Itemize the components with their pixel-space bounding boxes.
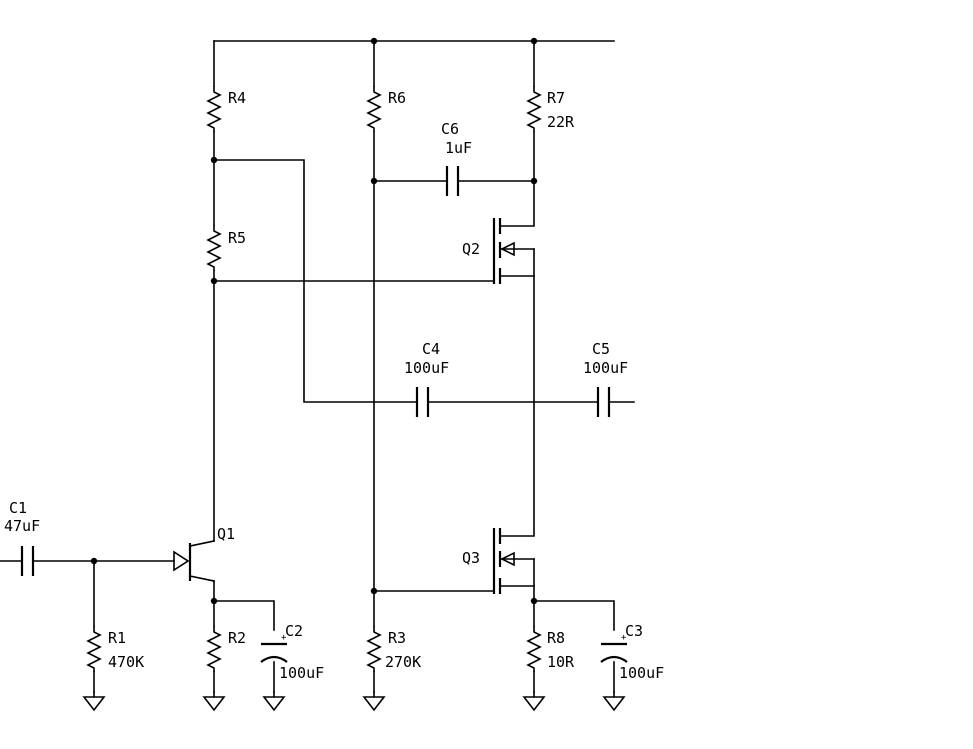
label-r8-ref: R8	[547, 629, 565, 647]
resistor-r1	[86, 626, 102, 672]
ground-r8	[522, 691, 546, 712]
mosfet-q2	[492, 218, 535, 284]
label-c3-ref: C3	[625, 622, 643, 640]
label-r6-ref: R6	[388, 89, 406, 107]
capacitor-c5	[596, 387, 611, 417]
label-c2-value: 100uF	[279, 664, 324, 682]
label-r2-ref: R2	[228, 629, 246, 647]
label-r5-ref: R5	[228, 229, 246, 247]
capacitor-c6	[445, 166, 460, 196]
resistor-r5	[206, 225, 222, 271]
label-r7-ref: R7	[547, 89, 565, 107]
ground-r3	[362, 691, 386, 712]
label-c1-ref: C1	[9, 499, 27, 517]
label-c4-value: 100uF	[404, 359, 449, 377]
resistor-r6	[366, 86, 382, 132]
label-r3-ref: R3	[388, 629, 406, 647]
ground-r2	[202, 691, 226, 712]
c3-polarity-mark: +	[621, 633, 627, 643]
label-c5-ref: C5	[592, 340, 610, 358]
wire-right-branch	[427, 40, 635, 693]
ground-r1	[82, 691, 106, 712]
capacitor-c1	[20, 546, 35, 576]
ground-c3	[602, 691, 626, 712]
resistor-r4	[206, 86, 222, 132]
label-c6-ref: C6	[441, 120, 459, 138]
resistor-r2	[206, 626, 222, 672]
transistor-q1	[173, 540, 215, 582]
c2-polarity-mark: +	[281, 633, 287, 643]
label-c3-value: 100uF	[619, 664, 664, 682]
label-q3-ref: Q3	[462, 549, 480, 567]
capacitor-c4	[415, 387, 430, 417]
label-r8-value: 10R	[547, 653, 575, 671]
label-r1-value: 470K	[108, 653, 144, 671]
label-q2-ref: Q2	[462, 240, 480, 258]
resistor-r7	[526, 86, 542, 132]
label-q1-ref: Q1	[217, 525, 235, 543]
label-r7-value: 22R	[547, 113, 575, 131]
capacitor-c2	[260, 642, 288, 663]
label-c1-value: 47uF	[4, 517, 40, 535]
label-r4-ref: R4	[228, 89, 246, 107]
resistor-r3	[366, 626, 382, 672]
label-c4-ref: C4	[422, 340, 440, 358]
wire-input	[0, 560, 175, 693]
ground-c2	[262, 691, 286, 712]
label-r1-ref: R1	[108, 629, 126, 647]
label-r3-value: 270K	[385, 653, 421, 671]
wire-q1-emitter	[213, 580, 275, 693]
wire-middle-branch	[373, 40, 535, 693]
label-c2-ref: C2	[285, 622, 303, 640]
label-c5-value: 100uF	[583, 359, 628, 377]
wire-left-branch	[213, 40, 495, 542]
capacitor-c3	[600, 642, 628, 663]
resistor-r8	[526, 626, 542, 672]
junction-dots	[90, 37, 538, 605]
label-c6-value: 1uF	[445, 139, 472, 157]
mosfet-q3	[492, 528, 535, 594]
